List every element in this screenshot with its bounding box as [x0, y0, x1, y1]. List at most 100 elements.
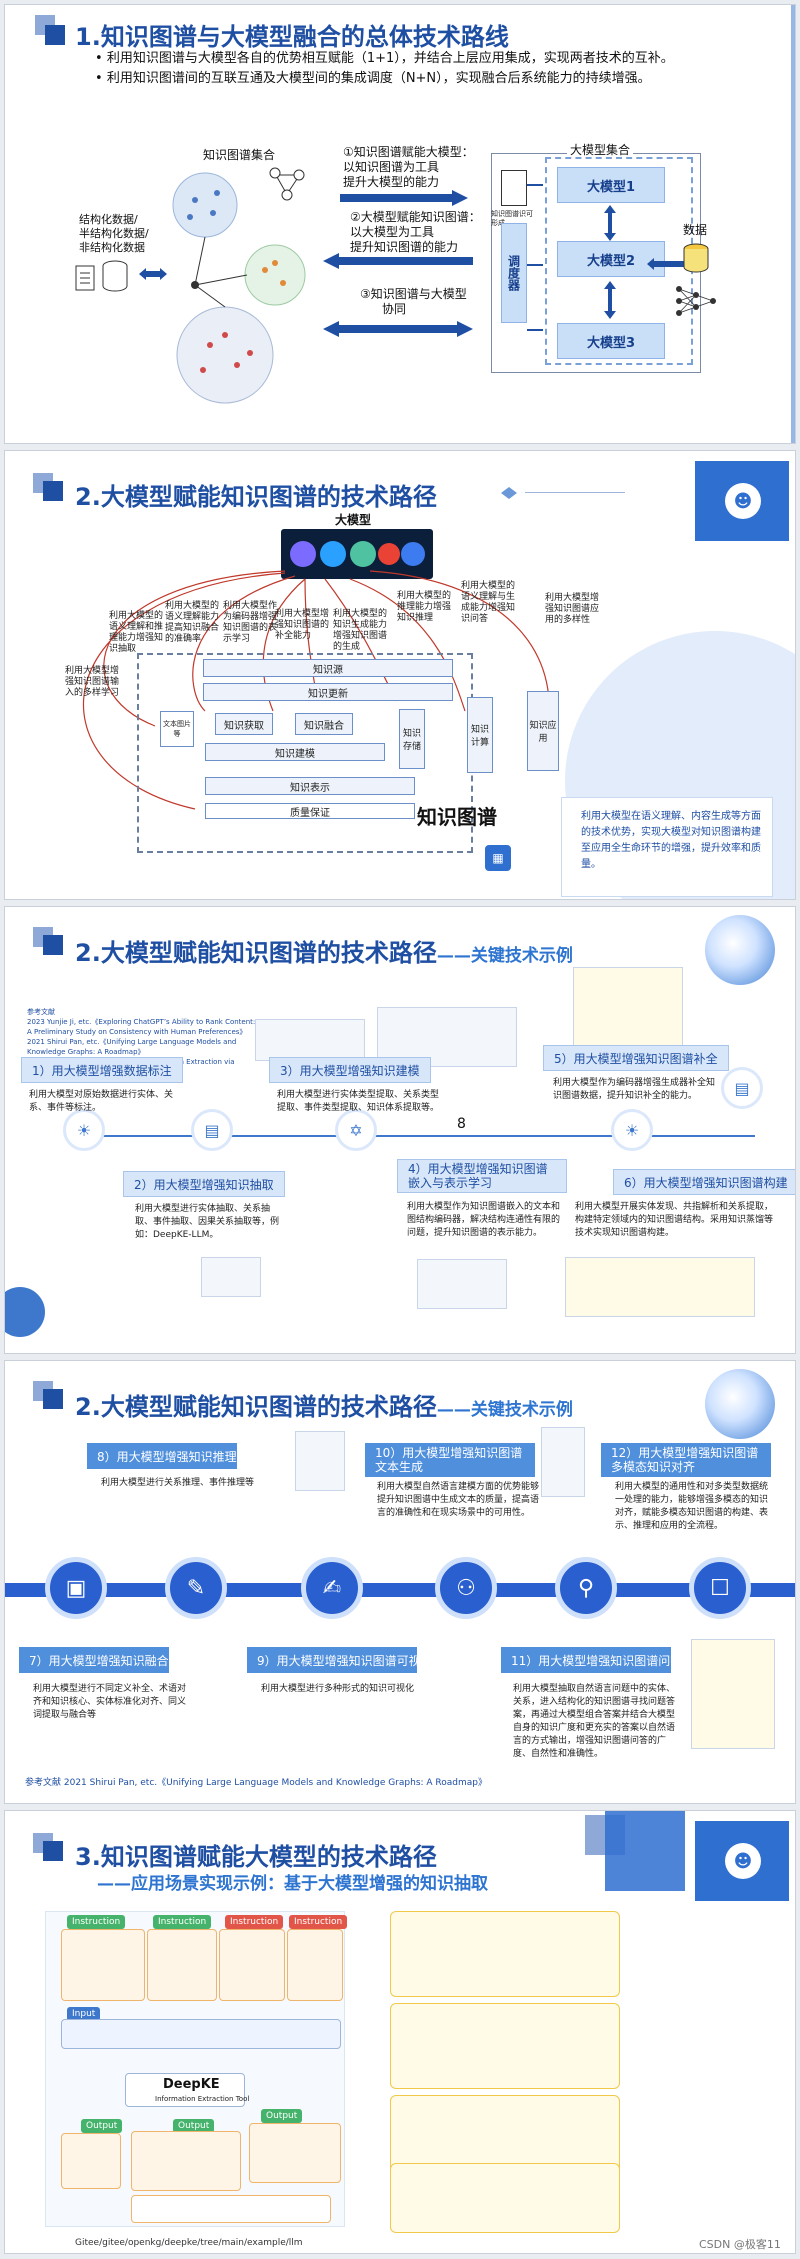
item-1-desc: 利用大模型对原始数据进行实体、关系、事件等标注。 [29, 1090, 174, 1113]
node-compute: 知识计算 [467, 697, 493, 773]
deepke-sub: Information Extraction Tool [155, 2095, 250, 2103]
data-label: 数据 [683, 223, 708, 237]
slide-1-title: 1.知识图谱与大模型融合的总体技术路线 [75, 23, 509, 51]
output-tag-1: Output [81, 2119, 123, 2133]
json-output [131, 2195, 331, 2223]
kg-set-graphic [172, 172, 306, 404]
chart-icon: ▤ [191, 1109, 233, 1151]
item-4-desc: 利用大模型作为知识图谱嵌入的文本和图结构编码器，解决结构连通性有限的问题，提升知… [407, 1202, 561, 1238]
node-extract: 知识获取 [215, 713, 273, 735]
callout-text: 利用大模型在语义理解、内容生成等方面的技术优势，实现大模型对知识图谱构建至应用全… [581, 811, 761, 870]
qa-thumb [691, 1639, 775, 1749]
timeline [65, 1135, 755, 1137]
scheduler-box: 调度器 [501, 223, 527, 323]
anno-2: 利用大模型的语义理解和推理能力增强知识抽取 [109, 611, 164, 654]
bullet-2: 利用知识图谱间的互联互通及大模型间的集成调度（N+N），实现融合后系统能力的持续… [106, 71, 651, 86]
item-10-tag: 10）用大模型增强知识图谱文本生成 [365, 1443, 535, 1477]
input-card [61, 2019, 341, 2049]
small-caption: 知识图谱识可形成 [491, 210, 533, 227]
anno-3: 利用大模型的语义理解能力提高知识融合的准确率 [165, 601, 220, 644]
s4-footnote: 参考文献 2021 Shirui Pan, etc.《Unifying Larg… [25, 1778, 487, 1788]
anno-4: 利用大模型作为编码器增强知识图谱的表示学习 [223, 601, 278, 644]
chat-card-1 [390, 1911, 620, 1997]
doc-edit-icon: ✍ [301, 1557, 363, 1619]
reason-thumb [295, 1431, 345, 1491]
growth-icon: ▤ [721, 1067, 763, 1109]
anno-6: 利用大模型的知识生成能力增强知识图谱的生成 [333, 609, 388, 652]
model-2: 大模型2 [557, 241, 665, 277]
diamond-icon [501, 487, 517, 499]
model-3: 大模型3 [557, 323, 665, 359]
item-11-desc: 利用大模型抽取自然语言问题中的实体、关系，进入结构化的知识图谱寻找问题答案，再通… [513, 1684, 676, 1759]
output-card-1 [61, 2133, 121, 2189]
slide-5-title: 3.知识图谱赋能大模型的技术路径 [75, 1843, 437, 1871]
fan-icon: ✡ [335, 1109, 377, 1151]
corner-orb [705, 915, 775, 985]
model-arrows [604, 205, 616, 319]
lock-icon: ☐ [689, 1557, 751, 1619]
double-arrow-icon [139, 268, 167, 280]
item-11-tag: 11）用大模型增强知识图谱问答 [501, 1647, 682, 1673]
slide-5: 3.知识图谱赋能大模型的技术路径 ——应用场景实现示例：基于大模型增强的知识抽取… [4, 1810, 796, 2254]
search-icon: ⚲ [555, 1557, 617, 1619]
route-1-arrow [340, 190, 468, 206]
node-app: 知识应用 [527, 691, 559, 771]
instruction-tag-2: Instruction [153, 1915, 212, 1929]
thumb-1 [255, 1019, 365, 1061]
item-4-tag: 4）用大模型增强知识图谱嵌入与表示学习 [397, 1159, 567, 1193]
node-build: 知识建模 [205, 743, 385, 761]
llm-label: 大模型 [335, 513, 372, 527]
item-3-tag: 3）用大模型增强知识建模 [269, 1057, 431, 1083]
anno-8: 利用大模型的语义理解与生成能力增强知识问答 [461, 581, 516, 624]
instruction-card-3 [219, 1929, 285, 2001]
title-square-dark [45, 25, 65, 45]
instruction-card-2 [147, 1929, 217, 2001]
instruction-tag-1: Instruction [67, 1915, 126, 1929]
node-update: 知识更新 [203, 683, 453, 701]
data-types: 结构化数据/ 半结构化数据/ 非结构化数据 [79, 213, 149, 254]
slide-4: 2.大模型赋能知识图谱的技术路径——关键技术示例 8）用大模型增强知识推理 利用… [4, 1360, 796, 1804]
item-7-tag: 7）用大模型增强知识融合 [19, 1647, 169, 1673]
kg-set-label: 知识图谱集合 [203, 148, 276, 162]
item-8-desc: 利用大模型进行关系推理、事件推理等 [101, 1478, 255, 1488]
output-card-3 [249, 2123, 341, 2183]
anno-1: 利用大模型增强知识图谱输入的多样学习 [65, 666, 120, 698]
timeline-band [5, 1583, 795, 1597]
item-9-desc: 利用大模型进行多种形式的知识可视化 [261, 1684, 415, 1694]
item-6-tag: 6）用大模型增强知识图谱构建 [613, 1169, 795, 1195]
slide-1-bullets: • 利用知识图谱与大模型各自的优势相互赋能（1+1），并结合上层应用集成，实现两… [95, 51, 674, 86]
edit-icon: ✎ [165, 1557, 227, 1619]
computer-icon [501, 170, 527, 206]
node-fuse: 知识融合 [295, 713, 353, 735]
item-5-desc: 利用大模型作为编码器增强生成器补全知识图谱数据，提升知识补全的能力。 [553, 1078, 716, 1101]
route-3: ③知识图谱与大模型 协同 [360, 287, 467, 316]
doc-badge-icon: ▦ [485, 845, 511, 871]
item-8-tag: 8）用大模型增强知识推理 [87, 1443, 237, 1469]
repo-path: Gitee/gitee/openkg/deepke/tree/main/exam… [75, 2238, 303, 2248]
bulb-icon: ☀ [63, 1109, 105, 1151]
build-thumb [565, 1257, 755, 1317]
chat-icon: ▣ [45, 1557, 107, 1619]
callout-box [561, 797, 773, 897]
slide-2: 2.大模型赋能知识图谱的技术路径 ☻ 大模型 利用大模型增强知识图谱输入的多样学… [4, 450, 796, 900]
slide-3-title: 2.大模型赋能知识图谱的技术路径——关键技术示例 [75, 939, 573, 967]
chat-card-4 [390, 2163, 620, 2233]
output-tag-2: Output [173, 2119, 215, 2133]
textgen-thumb [541, 1427, 585, 1497]
route-2-arrow [323, 253, 473, 269]
graph-icon [269, 167, 305, 201]
llm-logos [290, 541, 425, 567]
llm-set-label: 大模型集合 [567, 143, 634, 158]
database-icon [102, 260, 128, 292]
data-db-icon [683, 243, 709, 273]
chat-card-2 [390, 2003, 620, 2089]
item-2-tag: 2）用大模型增强知识抽取 [123, 1171, 285, 1197]
item-2-desc: 利用大模型进行实体抽取、关系抽取、事件抽取、因果关系抽取等，例如：DeepKE-… [135, 1204, 280, 1240]
center-num: 8 [457, 1116, 466, 1132]
item-3-desc: 利用大模型进行实体类型提取、关系类型提取、事件类型提取、知识体系提取等。 [277, 1090, 440, 1113]
instruction-tag-4: Instruction [289, 1915, 348, 1929]
kg-label: 知识图谱 [417, 805, 497, 829]
item-7-desc: 利用大模型进行不同定义补全、术语对齐和知识核心、实体标准化对齐、同义词提取与融合… [33, 1684, 187, 1720]
id-card-icon: ⚇ [435, 1557, 497, 1619]
scheduler-links [527, 184, 543, 331]
